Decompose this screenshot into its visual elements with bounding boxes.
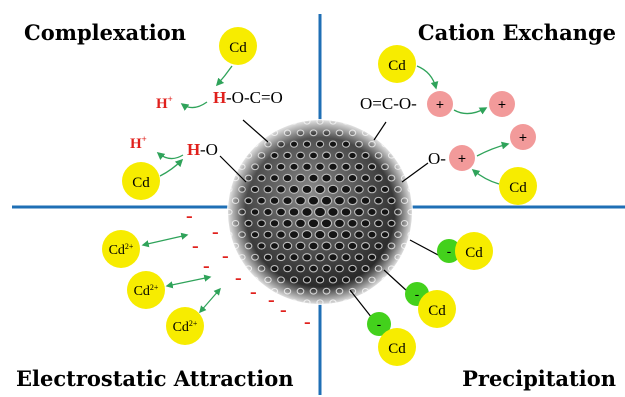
cation-plus-2: + [498, 96, 506, 112]
arrow-plus-to-plus [453, 107, 488, 115]
double-arrow-1 [141, 232, 189, 248]
cd-circle [219, 27, 257, 65]
minus-sign: - [280, 299, 287, 321]
minus-sign: - [212, 221, 219, 243]
cation-circle-4 [449, 145, 475, 171]
anion-minus: - [447, 243, 452, 259]
cd-label: Cd [229, 40, 247, 56]
cd-circle-3 [378, 45, 416, 83]
oxygen-label: O- [428, 149, 446, 168]
cd-ion-circle-2 [127, 271, 165, 309]
electrostatic-group: Cd2+ Cd2+ Cd2+ - - - - - - - - - - [102, 205, 311, 345]
cd-ion-circle-3 [166, 307, 204, 345]
arrow-h-to-hplus [180, 101, 208, 111]
cd-label-4: Cd [509, 180, 527, 196]
cd-label-7: Cd [388, 341, 406, 357]
hydrogen-label-2: H [187, 140, 200, 159]
bond-lines [219, 119, 441, 319]
hydroxyl-group-label: -O [200, 140, 218, 159]
negative-charges: - - - - - - - - - - [186, 205, 311, 333]
cd-ion-label: Cd2+ [109, 242, 134, 258]
minus-sign: - [268, 289, 275, 311]
minus-sign: - [235, 267, 242, 289]
cd-label-2: Cd [132, 175, 150, 191]
porous-biochar-sphere [227, 119, 413, 305]
cation-circle-3 [510, 124, 536, 150]
cd-ion-label-3: Cd2+ [173, 319, 198, 335]
minus-sign: - [186, 205, 193, 227]
cation-plus-3: + [519, 129, 527, 145]
anion-minus-2: - [415, 286, 420, 302]
cd-label-3: Cd [388, 58, 406, 74]
cd-ion-circle [102, 230, 140, 268]
arrow-cd4-to-plus4 [471, 169, 500, 185]
minus-sign: - [250, 281, 257, 303]
carboxyl-group-label: -O-C=O [226, 88, 283, 107]
cd-circle-2 [122, 162, 160, 200]
minus-sign: - [304, 311, 311, 333]
cd-label-6: Cd [428, 303, 446, 319]
minus-sign: - [203, 255, 210, 277]
arrow-cd-to-h [215, 65, 233, 87]
complexation-group: Cd H+ H -O-C=O H+ H -O Cd [122, 27, 283, 200]
arrow-h2-to-hplus [156, 152, 184, 160]
anion-minus-3: - [377, 316, 382, 332]
minus-sign: - [222, 245, 229, 267]
cd-circle-7 [378, 328, 416, 366]
carboxyl-exchange-label: O=C-O- [360, 94, 417, 113]
hydrogen-ion-label: H+ [156, 94, 173, 112]
anion-circle-3 [367, 312, 391, 336]
title-cation-exchange: Cation Exchange [418, 20, 616, 45]
precipitation-group: - Cd - Cd - Cd [367, 232, 493, 366]
hydrogen-ion-label-2: H+ [130, 134, 147, 152]
cation-circle-2 [489, 91, 515, 117]
cation-circle [427, 91, 453, 117]
cation-plus-4: + [458, 150, 466, 166]
title-precipitation: Precipitation [462, 366, 616, 391]
title-electrostatic-attraction: Electrostatic Attraction [16, 366, 294, 391]
cation-exchange-group: Cd O=C-O- + + + O- + Cd [360, 45, 537, 205]
arrow-cd2-to-h2 [159, 158, 184, 177]
cd-ion-label-2: Cd2+ [134, 283, 159, 299]
cd-circle-4 [499, 167, 537, 205]
double-arrow-3 [199, 287, 221, 314]
anion-circle [437, 239, 461, 263]
cd-circle-6 [418, 290, 456, 328]
cation-plus: + [436, 96, 444, 112]
cd-label-5: Cd [465, 245, 483, 261]
minus-sign: - [192, 235, 199, 257]
cd-circle-5 [455, 232, 493, 270]
arrow-cd3-to-plus [416, 65, 439, 90]
hydrogen-label: H [213, 88, 226, 107]
double-arrow-2 [165, 274, 212, 289]
title-complexation: Complexation [24, 20, 186, 45]
arrow-plus4-to-plus3 [476, 141, 510, 157]
